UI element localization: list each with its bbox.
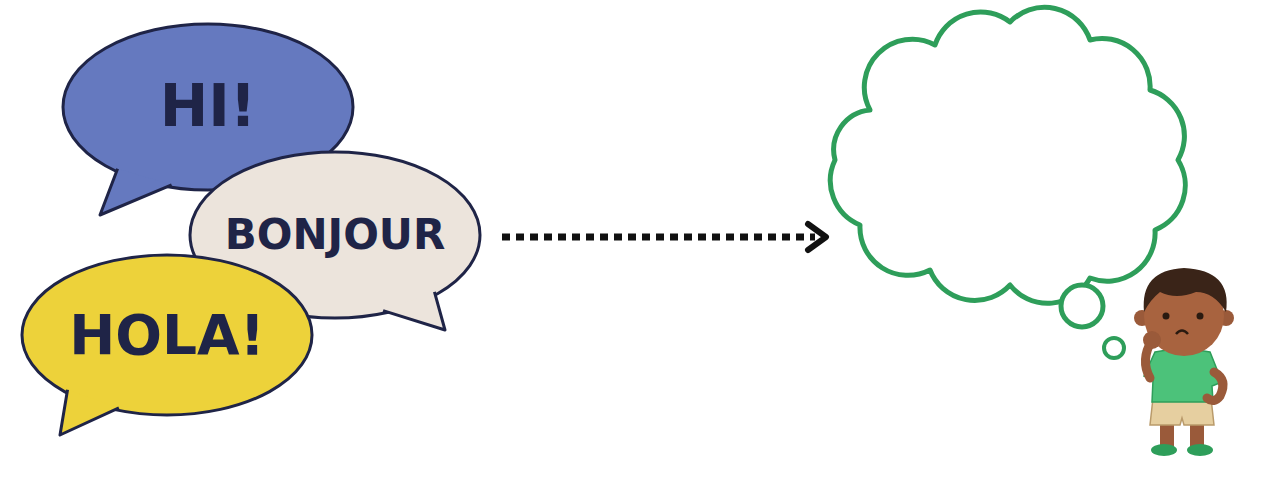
thinking-boy <box>1134 268 1234 456</box>
bubble-tail-outline <box>60 390 119 435</box>
bubble-tail <box>383 292 445 330</box>
bubble-tail <box>100 169 172 215</box>
boy-shoe <box>1187 444 1213 456</box>
greeting-text: HI! <box>160 75 257 139</box>
thought-cloud <box>830 7 1185 303</box>
boy-hand <box>1143 331 1161 349</box>
boy-mouth <box>1176 331 1188 335</box>
bubble-text-area: HOLA! <box>22 255 312 415</box>
boy-hair <box>1144 268 1227 312</box>
bubble-tail <box>60 390 119 435</box>
bubble-tail-outline <box>100 169 172 215</box>
bubble-tail-outline <box>383 292 445 330</box>
boy-shirt <box>1144 349 1222 402</box>
greeting-text: HOLA! <box>69 305 264 366</box>
boy-arm <box>1207 372 1223 401</box>
greeting-text: BONJOUR <box>225 212 446 258</box>
dotted-arrow-line <box>502 234 815 241</box>
thought-bubble-dot <box>1104 338 1124 358</box>
thought-bubble-dot <box>1061 285 1103 327</box>
bubble-ellipse <box>22 255 312 415</box>
speech-bubble: HOLA! <box>22 255 312 415</box>
arrow-head <box>808 224 826 250</box>
boy-shoe <box>1151 444 1177 456</box>
boy-eye <box>1197 313 1204 320</box>
boy-eye <box>1163 313 1170 320</box>
